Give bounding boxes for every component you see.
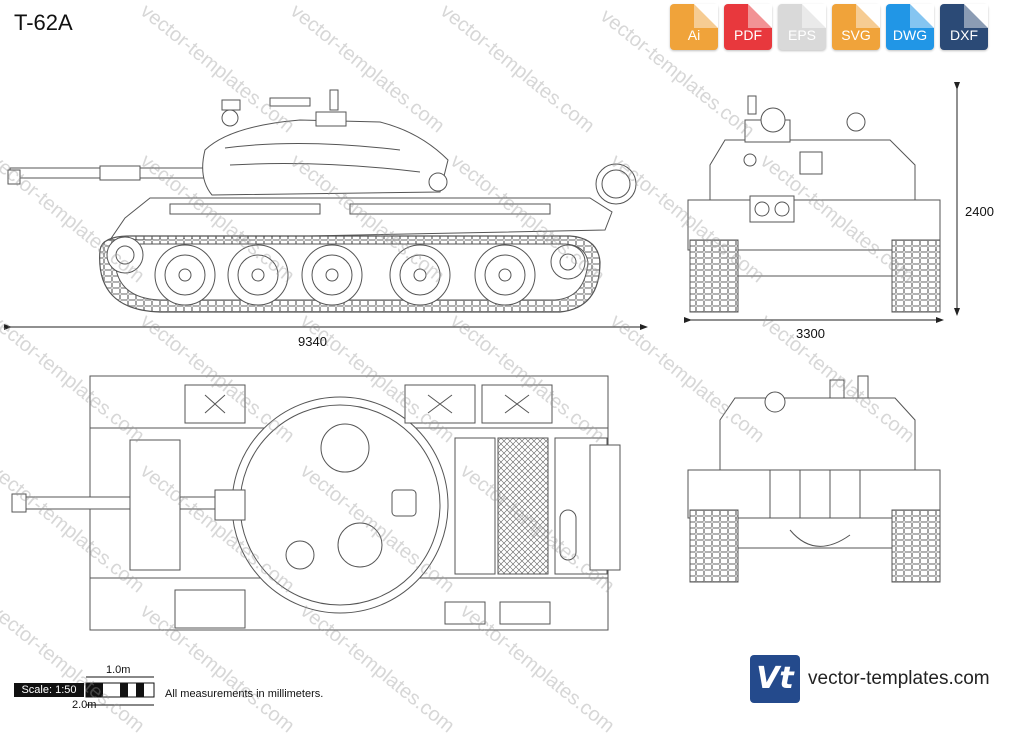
format-dxf-button[interactable]: DXF bbox=[940, 4, 988, 50]
tank-blueprint-drawing bbox=[4, 82, 960, 706]
scale-bar-bottom-label: 2.0m bbox=[72, 699, 97, 711]
format-eps-button[interactable]: EPS bbox=[778, 4, 826, 50]
scale-bar bbox=[85, 676, 155, 706]
length-dimension-label: 9340 bbox=[298, 334, 327, 349]
width-dimension-label: 3300 bbox=[796, 326, 825, 341]
brand-logo[interactable]: Vt bbox=[750, 655, 800, 703]
brand-name-link[interactable]: vector-templates.com bbox=[808, 668, 990, 689]
rear-view bbox=[687, 375, 941, 583]
format-ai-button[interactable]: Ai bbox=[670, 4, 718, 50]
front-view bbox=[684, 82, 960, 323]
format-download-bar: Ai PDF EPS SVG DWG DXF bbox=[670, 4, 988, 50]
height-dimension-label: 2400 bbox=[965, 204, 994, 219]
scale-label: Scale: 1:50 bbox=[14, 683, 84, 697]
scale-bar-top-label: 1.0m bbox=[106, 664, 131, 676]
format-pdf-button[interactable]: PDF bbox=[724, 4, 772, 50]
format-svg-button[interactable]: SVG bbox=[832, 4, 880, 50]
page-title: T-62A bbox=[14, 10, 73, 35]
top-view bbox=[11, 375, 621, 631]
format-dwg-button[interactable]: DWG bbox=[886, 4, 934, 50]
side-view bbox=[4, 89, 648, 330]
measurement-note: All measurements in millimeters. bbox=[165, 688, 324, 700]
